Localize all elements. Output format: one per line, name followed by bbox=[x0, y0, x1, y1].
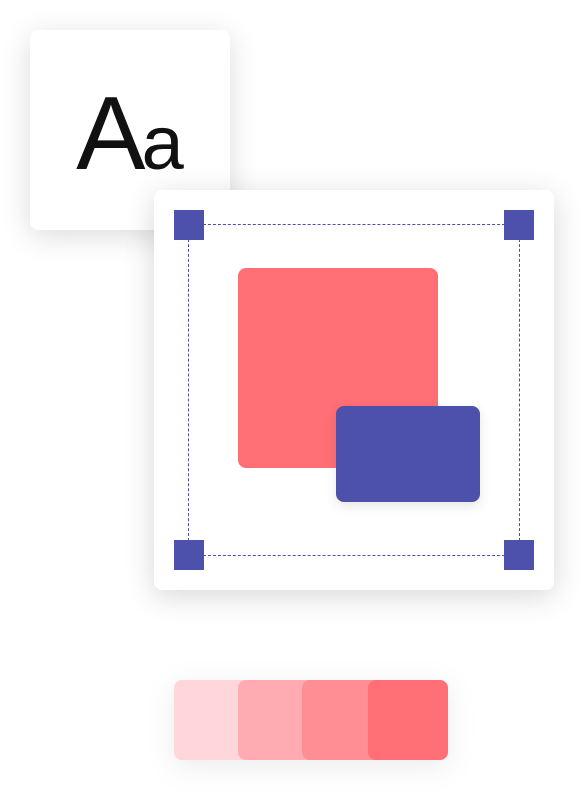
color-swatch-4[interactable] bbox=[368, 680, 448, 760]
canvas-card bbox=[154, 190, 554, 590]
font-sample-lower: a bbox=[141, 101, 184, 186]
selection-handle-top-right[interactable] bbox=[504, 210, 534, 240]
font-sample-upper: A bbox=[76, 76, 145, 192]
typography-icon: Aa bbox=[76, 82, 184, 186]
color-palette bbox=[174, 680, 448, 760]
selection-handle-top-left[interactable] bbox=[174, 210, 204, 240]
typography-card: Aa bbox=[30, 30, 230, 230]
shape-rectangle-blue[interactable] bbox=[336, 406, 480, 502]
selection-box bbox=[188, 224, 520, 556]
selection-handle-bottom-left[interactable] bbox=[174, 540, 204, 570]
selection-handle-bottom-right[interactable] bbox=[504, 540, 534, 570]
